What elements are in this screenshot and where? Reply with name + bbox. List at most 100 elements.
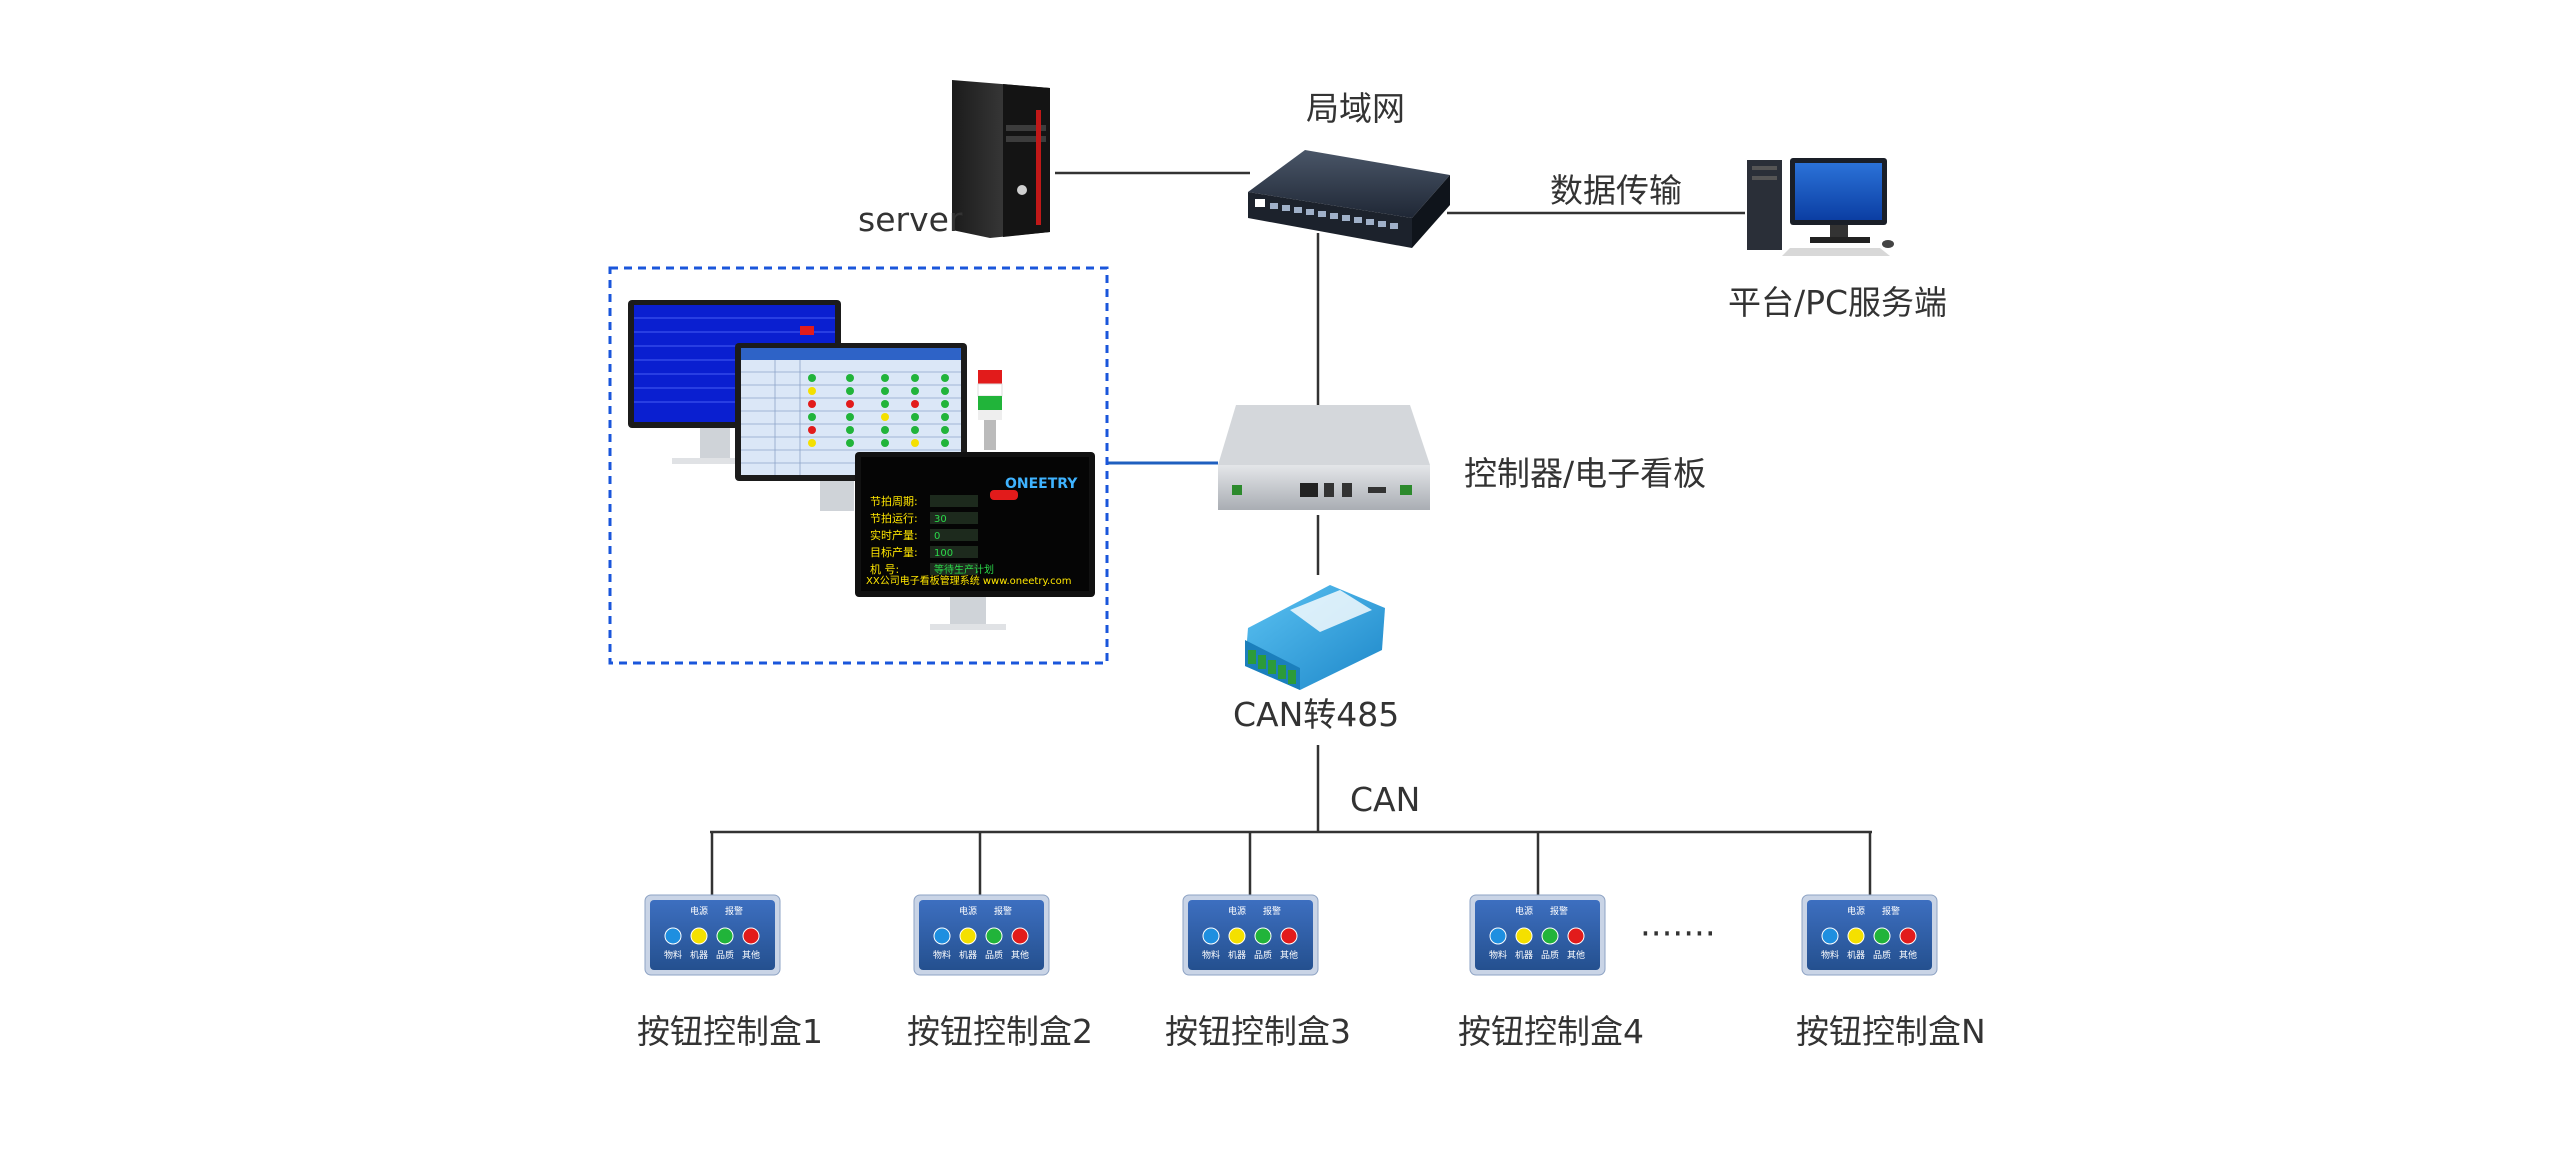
ellipsis-dots: ······· — [1640, 914, 1716, 954]
box-button-icon — [933, 927, 951, 945]
box-button-label: 物料 — [933, 949, 951, 961]
screen-row-value: 等待生产计划 — [934, 563, 994, 576]
box-button-icon — [1821, 927, 1839, 945]
box-button-icon — [1011, 927, 1029, 945]
box-button-icon — [1228, 927, 1246, 945]
box-button-icon — [1899, 927, 1917, 945]
monitor-2-icon — [735, 343, 967, 511]
box-indicator-label: 报警 — [725, 905, 743, 917]
screen-row-value: 0 — [934, 531, 940, 542]
screen-row-value-box — [930, 546, 978, 558]
screen-footer-text: XX公司电子看板管理系统 www.oneetry.com — [866, 574, 1072, 587]
monitor-3-icon: ONEETRY 节拍周期: 节拍运行: 30 实时产量: 0 目标产量: 100 机 号: 等待… — [855, 452, 1095, 630]
screen-rows: 节拍周期: 节拍运行: 30 实时产量: 0 目标产量: 100 机 号: 等待生产计划 — [870, 494, 994, 576]
box-button-icon — [1567, 927, 1585, 945]
screen-row-value-box — [930, 512, 978, 524]
screen-row-value-box — [930, 529, 978, 541]
box-face — [1475, 900, 1600, 970]
server-label: server — [858, 200, 963, 239]
screen-row-value: 30 — [934, 514, 947, 525]
button-boxes: 电源报警物料机器品质其他电源报警物料机器品质其他电源报警物料机器品质其他电源报警… — [644, 894, 1938, 976]
box-button-icon — [690, 927, 708, 945]
button-control-box-icon: 电源 报警物料机器品质其他 — [1182, 894, 1319, 976]
connection-lines — [710, 171, 1872, 895]
box-indicator-label: 电源 — [959, 905, 977, 917]
screen-row-value-box — [930, 495, 978, 507]
network-switch-icon — [1248, 150, 1450, 248]
box-button-label: 物料 — [1489, 949, 1507, 961]
screen-row-value-box — [930, 563, 978, 575]
box-indicator-label: 电源 — [1228, 905, 1246, 917]
box-button-icon — [1873, 927, 1891, 945]
box-indicator-label: 电源 — [1515, 905, 1533, 917]
button-box-label: 按钮控制盒3 — [1165, 1012, 1351, 1051]
box-face — [1807, 900, 1932, 970]
screen-row-label: 实时产量: — [870, 528, 918, 542]
box-button-label: 其他 — [1567, 949, 1585, 961]
box-indicator-label: 电源 — [1847, 905, 1865, 917]
box-indicator-label: 电源 — [690, 905, 708, 917]
data-transfer-label: 数据传输 — [1550, 171, 1682, 210]
box-button-icon — [1489, 927, 1507, 945]
box-button-label: 物料 — [1202, 949, 1220, 961]
screen-brand-text: ONEETRY — [1005, 476, 1078, 492]
box-button-label: 品质 — [716, 949, 734, 961]
box-button-label: 品质 — [1254, 949, 1272, 961]
screen-row-value: 100 — [934, 548, 953, 559]
box-button-icon — [959, 927, 977, 945]
box-button-label: 物料 — [1821, 949, 1839, 961]
box-button-icon — [1280, 927, 1298, 945]
server-tower-icon — [952, 80, 1050, 238]
can-bus-label: CAN — [1350, 780, 1421, 819]
box-button-icon — [985, 927, 1003, 945]
button-control-box-icon: 电源 报警物料机器品质其他 — [1469, 894, 1606, 976]
can-converter-icon — [1245, 585, 1385, 690]
box-button-label: 品质 — [1541, 949, 1559, 961]
box-button-icon — [1541, 927, 1559, 945]
box-button-icon — [1202, 927, 1220, 945]
box-button-icon — [664, 927, 682, 945]
button-box-label: 按钮控制盒1 — [637, 1012, 823, 1051]
screen-row-label: 节拍周期: — [870, 494, 918, 508]
box-button-label: 其他 — [1011, 949, 1029, 961]
box-button-icon — [716, 927, 734, 945]
box-button-label: 其他 — [1280, 949, 1298, 961]
box-face — [650, 900, 775, 970]
box-indicator-label: 报警 — [1882, 905, 1900, 917]
box-face — [1188, 900, 1313, 970]
box-button-label: 其他 — [1899, 949, 1917, 961]
box-indicator-label: 报警 — [1550, 905, 1568, 917]
box-button-icon — [1254, 927, 1272, 945]
box-button-icon — [1515, 927, 1533, 945]
screen-row-label: 机 号: — [870, 562, 899, 576]
button-box-label: 按钮控制盒N — [1796, 1012, 1986, 1051]
box-button-label: 机器 — [1847, 949, 1865, 961]
screen-row-label: 节拍运行: — [870, 511, 918, 525]
screen-row-label: 目标产量: — [870, 545, 918, 559]
box-button-label: 机器 — [1515, 949, 1533, 961]
box-button-icon — [742, 927, 760, 945]
button-control-box-icon: 电源 报警物料机器品质其他 — [1801, 894, 1938, 976]
can-converter-label: CAN转485 — [1233, 695, 1400, 734]
box-button-label: 物料 — [664, 949, 682, 961]
box-indicator-label: 报警 — [994, 905, 1012, 917]
button-box-label: 按钮控制盒2 — [907, 1012, 1093, 1051]
pc-workstation-icon — [1747, 158, 1894, 256]
button-control-box-icon: 电源报警物料机器品质其他 — [644, 894, 781, 976]
box-button-label: 其他 — [742, 949, 760, 961]
button-control-box-icon: 电源 报警物料机器品质其他 — [913, 894, 1050, 976]
box-button-label: 品质 — [1873, 949, 1891, 961]
box-button-label: 品质 — [985, 949, 1003, 961]
box-indicator-label: 报警 — [1263, 905, 1281, 917]
box-button-label: 机器 — [959, 949, 977, 961]
button-box-label: 按钮控制盒4 — [1458, 1012, 1644, 1051]
controller-label: 控制器/电子看板 — [1464, 454, 1707, 493]
box-button-label: 机器 — [1228, 949, 1246, 961]
stack-light-icon — [977, 370, 1003, 450]
display-screens-group-border — [608, 266, 1109, 665]
platform-pc-label: 平台/PC服务端 — [1728, 283, 1948, 322]
box-button-icon — [1847, 927, 1865, 945]
lan-label: 局域网 — [1306, 89, 1405, 128]
controller-box-icon — [1218, 405, 1430, 510]
